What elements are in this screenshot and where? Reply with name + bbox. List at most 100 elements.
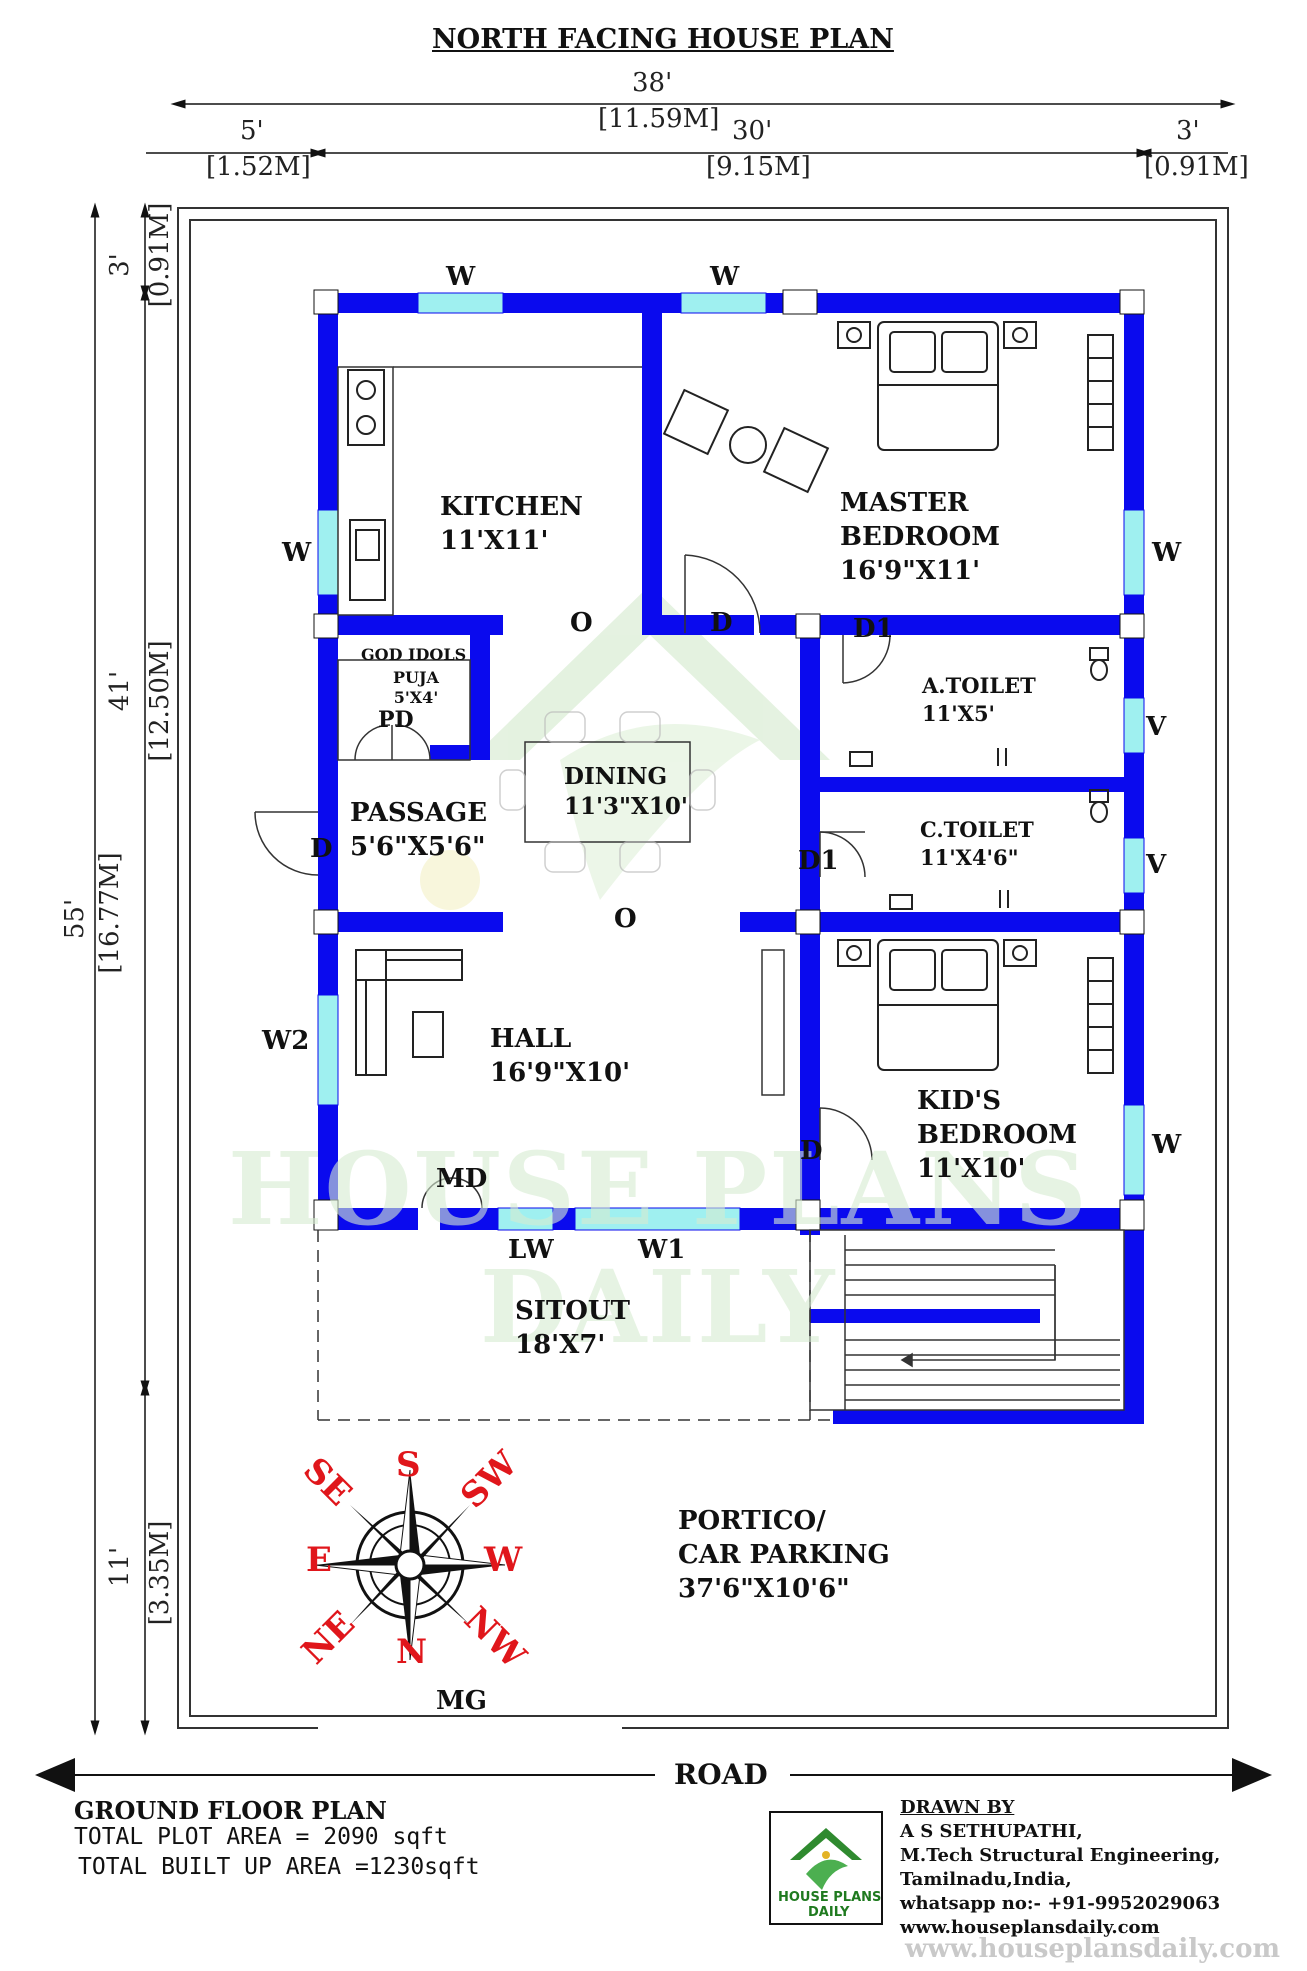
- logo-text-line2: DAILY: [808, 1905, 850, 1920]
- page-title: NORTH FACING HOUSE PLAN: [432, 24, 894, 55]
- dining-label: DINING 11'3"X10': [564, 762, 688, 822]
- kids-bedroom-size: 11'X10': [917, 1154, 1026, 1184]
- plot-area: TOTAL PLOT AREA = 2090 sqft: [74, 1824, 448, 1850]
- kids-bedroom-name: KID'S: [917, 1086, 1002, 1116]
- dining-name: DINING: [564, 763, 668, 790]
- dimension-lines: [90, 99, 1236, 1736]
- master-bedroom-size: 16'9"X11': [840, 556, 981, 586]
- toilet-fixtures-icon: [849, 647, 1109, 910]
- ventilator-label-ctoilet: V: [1146, 850, 1167, 880]
- sitout-dashed-boundary: [317, 1230, 833, 1421]
- kitchen-label: KITCHEN 11'X11': [440, 490, 583, 558]
- passage-size: 5'6"X5'6": [350, 832, 486, 862]
- sitout-size: 18'X7': [515, 1330, 606, 1360]
- hall-name: HALL: [490, 1024, 572, 1054]
- common-toilet-label: C.TOILET 11'X4'6": [920, 816, 1034, 872]
- columns: [313, 289, 1145, 1231]
- master-bed-icon: [837, 321, 1037, 451]
- puja-label: PUJA 5'X4': [393, 668, 439, 708]
- sitout-label: SITOUT 18'X7': [515, 1294, 630, 1362]
- wardrobe-icon: [1087, 334, 1114, 451]
- passage-label: PASSAGE 5'6"X5'6": [350, 796, 487, 864]
- opening-label-dining: O: [614, 904, 637, 934]
- house-depth-label: 41': [105, 670, 135, 712]
- website-shadow-text: www.houseplansdaily.com: [905, 1934, 1280, 1964]
- compass-rose-icon: [314, 1469, 506, 1661]
- kids-bedroom-name2: BEDROOM: [917, 1120, 1078, 1150]
- seating-icon: [662, 388, 830, 494]
- window-label-kids-right: W: [1152, 1130, 1182, 1160]
- left-setback-label: 5': [240, 116, 264, 146]
- staircase-icon: [844, 1235, 1120, 1410]
- portico-size: 37'6"X10'6": [678, 1574, 850, 1604]
- watermark-line1: HOUSE PLANS: [228, 1130, 1089, 1248]
- window-label-master-right: W: [1152, 538, 1182, 568]
- master-bedroom-label: MASTER BEDROOM 16'9"X11': [840, 486, 1000, 588]
- window-label-kitchen-left: W: [282, 538, 312, 568]
- window-label-kitchen-top: W: [446, 262, 476, 292]
- house-depth-m-label: [12.50M]: [145, 640, 175, 762]
- attached-toilet-size: 11'X5': [922, 701, 995, 726]
- attached-toilet-label: A.TOILET 11'X5': [922, 672, 1036, 728]
- house-width-label: 30': [732, 116, 773, 146]
- puja-door-label: PD: [378, 707, 414, 733]
- logo-text-line1: HOUSE PLANS: [778, 1890, 882, 1905]
- credits-block: DRAWN BY A S SETHUPATHI, M.Tech Structur…: [900, 1796, 1220, 1940]
- puja-name: PUJA: [393, 668, 439, 687]
- plot-boundary: [177, 207, 1229, 1729]
- road-label: ROAD: [674, 1758, 768, 1791]
- credits-location: Tamilnadu,India,: [900, 1869, 1072, 1890]
- passage-name: PASSAGE: [350, 798, 488, 828]
- road-arrow-icon: [35, 1758, 1272, 1792]
- compass-w: W: [484, 1540, 523, 1580]
- hall-label: HALL 16'9"X10': [490, 1022, 630, 1090]
- doors: [254, 554, 891, 1209]
- window2-label-hall: W2: [262, 1026, 310, 1056]
- total-depth-label: 55': [60, 898, 90, 940]
- god-idols-label: GOD IDOLS: [361, 645, 467, 664]
- dining-size: 11'3"X10': [564, 793, 688, 820]
- portico-name2: CAR PARKING: [678, 1540, 890, 1570]
- right-setback-label: 3': [1176, 116, 1200, 146]
- total-depth-m-label: [16.77M]: [95, 852, 125, 974]
- opening-label-kitchen: O: [570, 608, 593, 638]
- door-label-master: D: [710, 608, 733, 638]
- sink-icon: [349, 519, 386, 601]
- attached-toilet-name: A.TOILET: [922, 673, 1036, 698]
- dining-chairs-icon: [499, 711, 716, 873]
- door1-label-atoilet: D1: [853, 614, 894, 644]
- kids-bed-icon: [837, 939, 1114, 1074]
- compass-n: N: [396, 1632, 428, 1672]
- credits-whatsapp: whatsapp no:- +91-9952029063: [900, 1893, 1221, 1914]
- front-setback-m-label: [3.35M]: [145, 1520, 175, 1626]
- compass-s: S: [396, 1445, 421, 1485]
- top-setback-m-label: [0.91M]: [145, 202, 175, 308]
- master-bedroom-name2: BEDROOM: [840, 522, 1001, 552]
- windows: [317, 292, 1145, 1231]
- front-setback-label: 11': [105, 1546, 135, 1588]
- plan-name: GROUND FLOOR PLAN: [74, 1796, 387, 1825]
- watermark-line2: DAILY: [480, 1248, 837, 1366]
- stove-icon: [347, 369, 385, 446]
- kitchen-name: KITCHEN: [440, 492, 583, 522]
- door1-label-ctoilet: D1: [798, 846, 839, 876]
- window1-label: W1: [638, 1235, 686, 1265]
- total-width-m-label: [11.59M]: [598, 104, 720, 134]
- credits-heading: DRAWN BY: [900, 1797, 1015, 1818]
- common-toilet-name: C.TOILET: [920, 817, 1034, 842]
- puja-size: 5'X4': [393, 688, 439, 707]
- kitchen-size: 11'X11': [440, 526, 549, 556]
- sitout-name: SITOUT: [515, 1296, 630, 1326]
- left-setback-m-label: [1.52M]: [206, 152, 311, 182]
- credits-website[interactable]: www.houseplansdaily.com: [900, 1917, 1160, 1938]
- door-label-kids: D: [800, 1136, 823, 1166]
- built-up-area: TOTAL BUILT UP AREA =1230sqft: [78, 1854, 480, 1880]
- compass-e: E: [306, 1540, 332, 1580]
- logo-badge: [769, 1811, 883, 1925]
- portico-label: PORTICO/ CAR PARKING 37'6"X10'6": [678, 1504, 890, 1606]
- right-setback-m-label: [0.91M]: [1144, 152, 1249, 182]
- louver-window-label: LW: [508, 1235, 554, 1265]
- common-toilet-size: 11'X4'6": [920, 845, 1019, 870]
